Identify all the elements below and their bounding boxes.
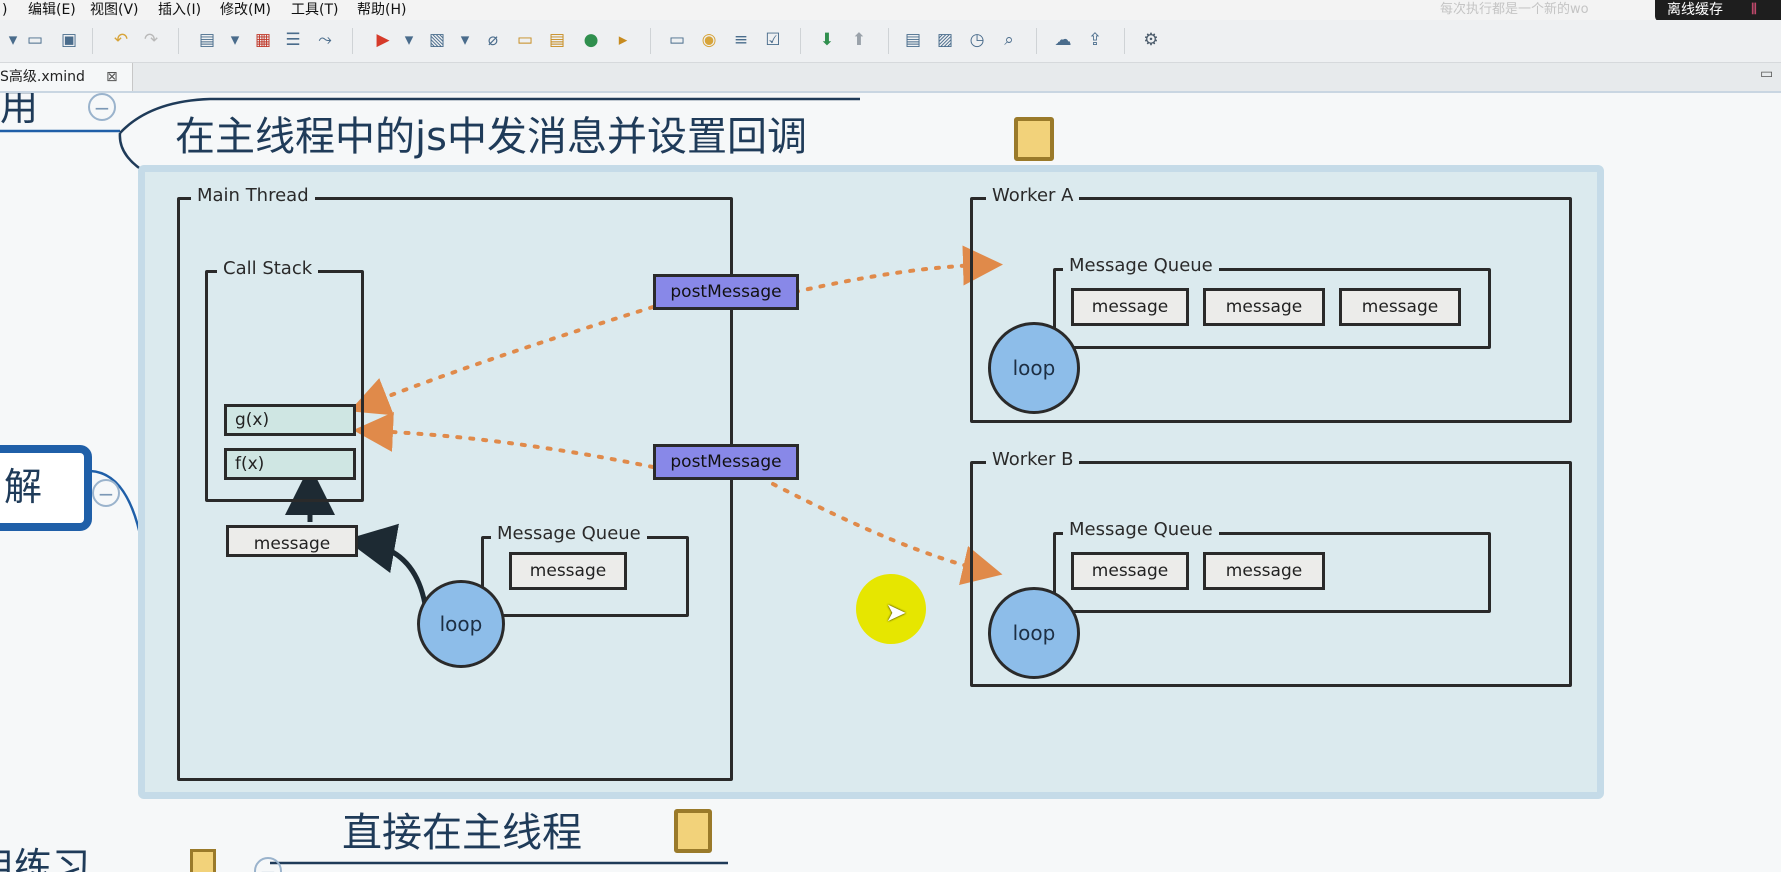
- worker-a-queue-box: [1053, 268, 1491, 349]
- worker-b-box: [970, 461, 1572, 687]
- worker-a-loop: loop: [988, 322, 1080, 414]
- settings-icon[interactable]: ⚙: [1143, 30, 1159, 50]
- topic-left-mid[interactable]: 解: [0, 445, 92, 531]
- outline-icon[interactable]: ▤: [904, 30, 922, 50]
- call-stack-title: Call Stack: [217, 259, 319, 279]
- main-thread-title: Main Thread: [191, 186, 315, 206]
- collapse-icon[interactable]: −: [88, 93, 116, 121]
- redo-icon[interactable]: ↷: [143, 30, 159, 50]
- topic-main[interactable]: 在主线程中的js中发消息并设置回调: [175, 113, 807, 161]
- image-icon[interactable]: ▧: [428, 30, 446, 50]
- main-queue-message: message: [509, 552, 627, 590]
- minimize-icon[interactable]: ▭: [1760, 66, 1774, 82]
- cloud-upload-icon[interactable]: ☁: [1054, 30, 1072, 50]
- idea-icon[interactable]: ◉: [701, 30, 717, 50]
- note-icon[interactable]: [190, 849, 216, 872]
- image-dropdown-icon[interactable]: ▾: [460, 30, 470, 50]
- share-icon[interactable]: ⬆: [851, 30, 867, 50]
- save-icon[interactable]: ▣: [60, 30, 78, 50]
- clock-icon[interactable]: ◷: [969, 30, 985, 50]
- export-icon[interactable]: ⬇: [819, 30, 835, 50]
- call-stack-frame: f(x): [224, 448, 356, 480]
- menu-view[interactable]: 视图(V): [90, 2, 139, 18]
- tab-file[interactable]: S高级.xmind ⊠: [0, 63, 133, 91]
- worker-a-box: [970, 197, 1572, 423]
- topic-left-mid-label: 解: [4, 465, 43, 509]
- post-message-a: postMessage: [653, 274, 799, 310]
- worker-b-queue-box: [1053, 532, 1491, 613]
- marker-dropdown-icon[interactable]: ▾: [404, 30, 414, 50]
- audio-bars-icon: ⫼: [1751, 2, 1757, 17]
- worker-a-queue-title: Message Queue: [1063, 256, 1219, 276]
- menu-edit[interactable]: 编辑(E): [28, 2, 76, 18]
- menu-help[interactable]: 帮助(H): [357, 2, 407, 18]
- new-dropdown-icon[interactable]: ▾: [8, 30, 18, 50]
- worker-a-message: message: [1203, 288, 1325, 326]
- mouse-cursor-icon: ➤: [885, 598, 907, 628]
- attachment-icon[interactable]: ⌀: [487, 30, 499, 50]
- worker-a-message: message: [1071, 288, 1189, 326]
- gantt-icon[interactable]: ≡: [733, 30, 749, 50]
- editor-tab-bar: [0, 63, 1781, 93]
- call-stack-frame: g(x): [224, 404, 356, 436]
- collapse-icon[interactable]: −: [92, 479, 120, 507]
- topic-left-top[interactable]: 使用: [0, 93, 38, 127]
- topic-left-top-label: 使用: [0, 93, 39, 129]
- topic-icon[interactable]: ▤: [198, 30, 216, 50]
- worker-b-title: Worker B: [986, 450, 1080, 470]
- relationship-icon[interactable]: ⤳: [318, 30, 332, 50]
- cursor-highlight: [856, 574, 926, 644]
- menu-modify[interactable]: 修改(M): [220, 2, 272, 18]
- main-loop: loop: [417, 580, 505, 668]
- menu-bar: ) 编辑(E) 视图(V) 插入(I) 修改(M) 工具(T) 帮助(H) 每次…: [0, 0, 1781, 20]
- image-export-icon[interactable]: ▨: [936, 30, 954, 50]
- undo-icon[interactable]: ↶: [113, 30, 129, 50]
- presentation-icon[interactable]: ▭: [668, 30, 686, 50]
- topic-dropdown-icon[interactable]: ▾: [230, 30, 240, 50]
- note-icon[interactable]: ▤: [548, 30, 566, 50]
- topic-left-bottom[interactable]: 应用练习: [0, 847, 90, 872]
- menu-insert[interactable]: 插入(I): [158, 2, 202, 18]
- post-message-b: postMessage: [653, 444, 799, 480]
- diagram-arrows: [285, 245, 1003, 605]
- main-queue-title: Message Queue: [491, 524, 647, 544]
- menu-tools[interactable]: 工具(T): [291, 2, 339, 18]
- note-icon[interactable]: [1014, 117, 1054, 161]
- topic-bottom[interactable]: 直接在主线程: [342, 809, 582, 857]
- task-icon[interactable]: ☑: [765, 30, 781, 50]
- worker-b-message: message: [1203, 552, 1325, 590]
- main-thread-box: [177, 197, 733, 781]
- worker-a-message: message: [1339, 288, 1461, 326]
- publish-icon[interactable]: ⇪: [1087, 30, 1103, 50]
- toolbar: ▾ ▭ ▣ ↶ ↷ ▤ ▾ ▦ ☰ ⤳ ▶ ▾ ▧ ▾ ⌀ ▭ ▤ ● ▸ ▭ …: [0, 20, 1781, 63]
- hyperlink-icon[interactable]: ●: [583, 30, 599, 50]
- main-message: message: [226, 525, 358, 557]
- close-icon[interactable]: ⊠: [106, 69, 118, 85]
- menu-fragment[interactable]: ): [2, 2, 8, 18]
- offline-cache-badge[interactable]: 离线缓存 ⫼: [1655, 0, 1781, 22]
- diagram-image[interactable]: Main Thread Call Stack g(x) f(x) message…: [138, 165, 1604, 799]
- worker-b-loop: loop: [988, 587, 1080, 679]
- topic-bottom-label: 直接在主线程: [342, 810, 582, 856]
- topic-main-label: 在主线程中的js中发消息并设置回调: [175, 114, 807, 160]
- offline-cache-label: 离线缓存: [1667, 2, 1723, 18]
- worker-b-message: message: [1071, 552, 1189, 590]
- topic-left-bottom-label: 应用练习: [0, 845, 91, 872]
- worker-a-title: Worker A: [986, 186, 1080, 206]
- marker-flag-icon[interactable]: ▶: [376, 30, 390, 50]
- mindmap-canvas[interactable]: 使用 − 解 − 应用练习 − 在主线程中的js中发消息并设置回调 直接在主线程: [0, 93, 1781, 872]
- overlay-faded-text: 每次执行都是一个新的wo: [1440, 2, 1589, 17]
- boundary-icon[interactable]: ☰: [285, 30, 301, 50]
- audio-icon[interactable]: ▸: [618, 30, 628, 50]
- worker-b-queue-title: Message Queue: [1063, 520, 1219, 540]
- tab-file-label: S高级.xmind: [0, 69, 85, 85]
- search-icon[interactable]: ⌕: [1004, 30, 1014, 50]
- note-icon[interactable]: [674, 809, 712, 853]
- label-icon[interactable]: ▭: [516, 30, 534, 50]
- subtopic-icon[interactable]: ▦: [254, 30, 272, 50]
- open-folder-icon[interactable]: ▭: [26, 30, 44, 50]
